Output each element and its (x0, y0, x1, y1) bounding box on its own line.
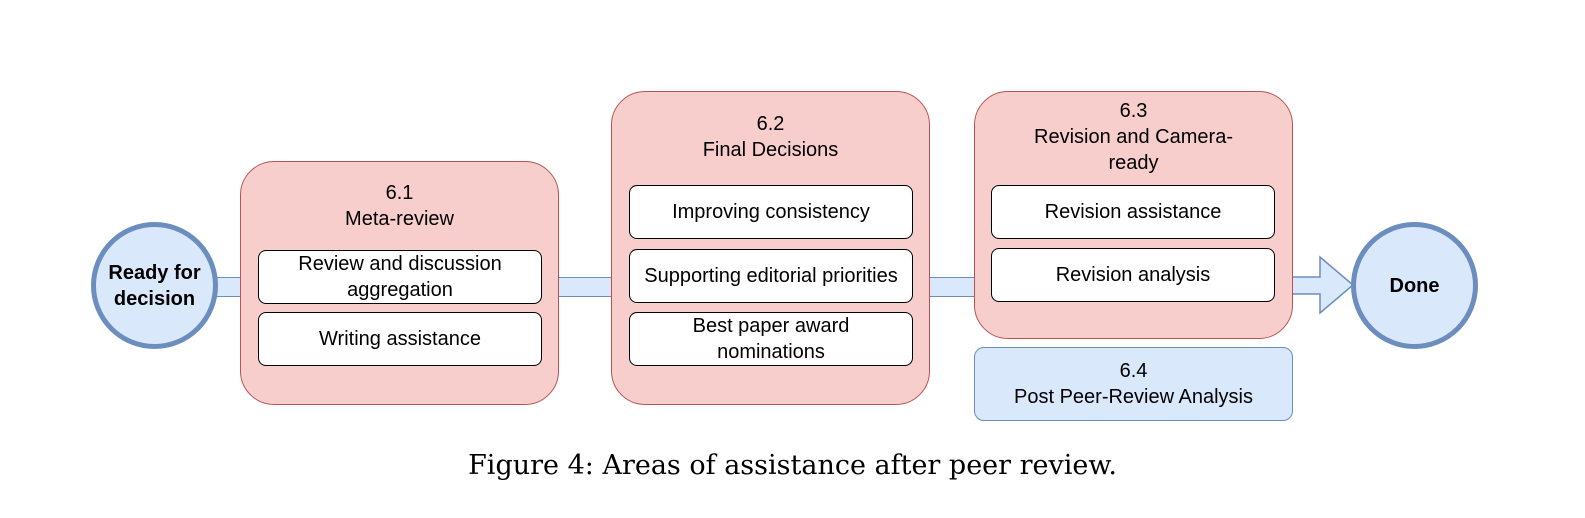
figure-caption: Figure 4: Areas of assistance after peer… (468, 450, 1117, 481)
stage-number: 6.3 (1119, 100, 1148, 122)
stage-6-1: 6.1 Meta-review Review and discussion ag… (240, 161, 559, 405)
stage-6-2: 6.2 Final Decisions Improving consistenc… (611, 91, 930, 405)
item-best-paper-nominations: Best paper award nominations (629, 312, 913, 366)
start-node: Ready for decision (91, 222, 218, 349)
end-node: Done (1351, 222, 1478, 349)
item-review-discussion-aggregation: Review and discussion aggregation (258, 250, 542, 304)
item-revision-analysis: Revision analysis (991, 248, 1275, 302)
stage-title: Final Decisions (702, 139, 839, 161)
connector-6-2-to-6-3 (928, 277, 976, 297)
item-writing-assistance: Writing assistance (258, 312, 542, 366)
stage-title: Meta-review (345, 208, 454, 230)
start-node-label: Ready for decision (108, 261, 201, 310)
connector-6-1-to-6-2 (557, 277, 613, 297)
item-supporting-editorial-priorities: Supporting editorial priorities (629, 249, 913, 303)
post-peer-review-box: 6.4 Post Peer-Review Analysis (974, 347, 1293, 421)
end-node-label: Done (1389, 274, 1440, 297)
post-box-number: 6.4 (1119, 360, 1148, 382)
connector-start-to-6-1 (214, 277, 242, 297)
arrow-to-done (1290, 255, 1355, 315)
stage-6-3: 6.3 Revision and Camera-ready Revision a… (974, 91, 1293, 339)
stage-number: 6.1 (385, 182, 414, 204)
item-improving-consistency: Improving consistency (629, 185, 913, 239)
stage-number: 6.2 (756, 113, 785, 135)
item-revision-assistance: Revision assistance (991, 185, 1275, 239)
post-box-title: Post Peer-Review Analysis (1014, 386, 1253, 408)
stage-title: Revision and Camera-ready (1034, 126, 1233, 174)
